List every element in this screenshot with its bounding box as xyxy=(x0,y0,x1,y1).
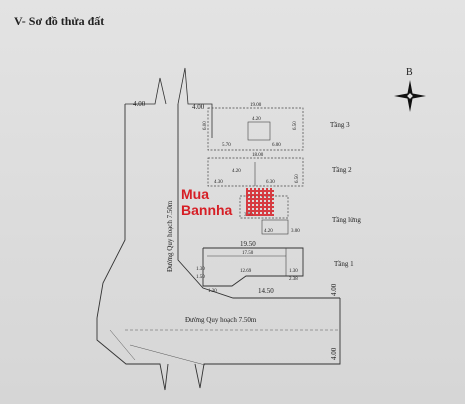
floor-2-top: 18.00 xyxy=(252,153,264,158)
road-diagonal xyxy=(129,344,206,366)
floor-3-side: 6.50 xyxy=(293,121,298,130)
floor-1-a: 17.50 xyxy=(242,251,254,256)
road-right-edge xyxy=(177,104,340,299)
mezzanine-c: 3.00 xyxy=(291,229,300,234)
floor-3-mid: 6.00 xyxy=(272,143,281,148)
road-left-edge xyxy=(96,104,126,319)
floor-3-inner: 4.20 xyxy=(252,117,261,122)
compass-north-label: B xyxy=(406,67,413,78)
floor-3-label: Tầng 3 xyxy=(330,121,350,129)
floor-2-label: Tầng 2 xyxy=(332,166,352,174)
road-bottom-right xyxy=(194,298,341,389)
mezzanine-room xyxy=(261,219,289,235)
compass-rose xyxy=(394,80,426,112)
floor-1-d: 1.50 xyxy=(196,275,205,280)
floor-2-c: 4.20 xyxy=(232,169,241,174)
watermark-logo: Mua Bannha xyxy=(181,186,243,222)
watermark-line-2: Bannha xyxy=(181,202,233,218)
floor-1-outline xyxy=(202,247,304,287)
road-vertical-name: Đường Quy hoạch 7.50m xyxy=(166,200,174,272)
floor-1-top: 19.50 xyxy=(240,240,256,248)
floor-1-b: 12.69 xyxy=(240,269,252,274)
floor-3-top: 19.00 xyxy=(250,103,262,108)
floor-1-label: Tầng 1 xyxy=(334,260,354,268)
floor-3-room xyxy=(247,121,271,141)
road-width-corner: 4.00 xyxy=(330,283,338,296)
floor-1-e: 1.30 xyxy=(208,289,217,294)
floor-2-b: 6.30 xyxy=(266,180,275,185)
road-horizontal-name: Đường Quy hoạch 7.50m xyxy=(185,316,257,324)
watermark-building-icon xyxy=(246,188,274,216)
floor-3-right: 6.00 xyxy=(203,121,208,130)
mezzanine-label: Tầng lửng xyxy=(332,216,361,224)
floor-3-outline xyxy=(207,107,304,151)
floor-1-f: 2.38 xyxy=(289,277,298,282)
floor-1-bottom: 14.50 xyxy=(258,287,274,295)
road-diagonal-2 xyxy=(109,329,136,361)
floor-3-left: 5.70 xyxy=(222,143,231,148)
road-width-right: 4.00 xyxy=(192,103,205,111)
watermark-line-1: Mua xyxy=(181,186,209,202)
mezzanine-b: 4.20 xyxy=(264,229,273,234)
floor-1-g: 1.30 xyxy=(289,269,298,274)
floor-2-a: 4.30 xyxy=(214,180,223,185)
road-width-left: 4.00 xyxy=(133,100,146,108)
floor-1-c: 1.30 xyxy=(196,267,205,272)
floor-2-d: 6.50 xyxy=(295,174,300,183)
page-heading: V- Sơ đồ thửa đất xyxy=(14,14,105,28)
road-left-top xyxy=(125,77,167,105)
floor-2-outline xyxy=(207,157,304,187)
road-width-bottom: 4.00 xyxy=(330,347,338,360)
road-bottom-left xyxy=(96,318,169,391)
road-right-top xyxy=(177,67,213,138)
